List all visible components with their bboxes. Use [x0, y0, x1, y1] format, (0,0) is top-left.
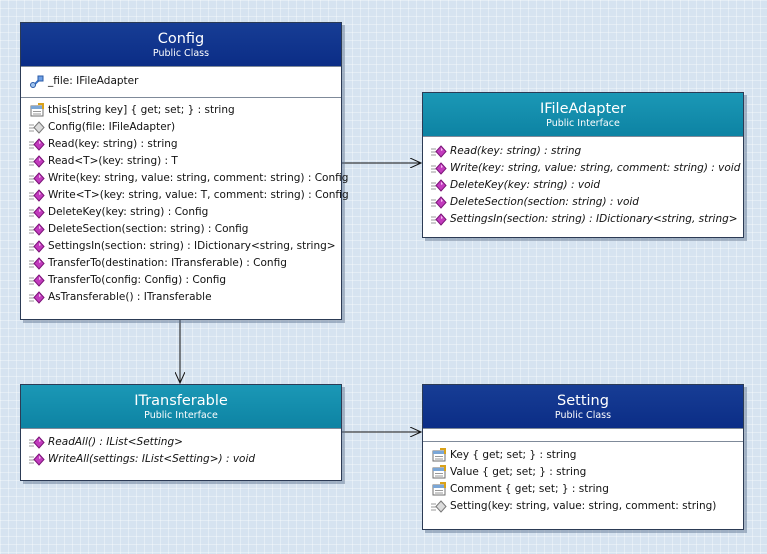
- method-icon: [29, 452, 45, 467]
- ifileadapter-header: IFileAdapter Public Interface: [423, 93, 743, 136]
- method-icon: [431, 144, 447, 159]
- member-text: AsTransferable() : ITransferable: [48, 291, 212, 303]
- method-icon: [29, 188, 45, 203]
- itransferable-kind: Public Interface: [144, 410, 218, 421]
- member-text: Key { get; set; } : string: [450, 449, 577, 461]
- method-icon: [29, 222, 45, 237]
- member-text: TransferTo(config: Config) : Config: [48, 274, 227, 286]
- config-member-0[interactable]: this[string key] { get; set; } : string: [29, 102, 335, 119]
- ifileadapter-member-4[interactable]: SettingsIn(section: string) : IDictionar…: [431, 211, 738, 228]
- ifileadapter-member-1[interactable]: Write(key: string, value: string, commen…: [431, 160, 741, 177]
- itransferable-interface-box[interactable]: ITransferable Public Interface ReadAll()…: [20, 384, 342, 481]
- config-member-8[interactable]: SettingsIn(section: string) : IDictionar…: [29, 238, 336, 255]
- member-text: DeleteKey(key: string) : Config: [48, 206, 209, 218]
- member-text: TransferTo(destination: ITransferable) :…: [48, 257, 287, 269]
- member-text: Write<T>(key: string, value: T, comment:…: [48, 189, 349, 201]
- ifileadapter-member-0[interactable]: Read(key: string) : string: [431, 143, 737, 160]
- setting-title: Setting: [557, 393, 609, 409]
- ifileadapter-member-3[interactable]: DeleteSection(section: string) : void: [431, 194, 737, 211]
- member-text: Setting(key: string, value: string, comm…: [450, 500, 717, 512]
- method-icon: [431, 178, 447, 193]
- ifileadapter-member-2[interactable]: DeleteKey(key: string) : void: [431, 177, 737, 194]
- member-text: Read<T>(key: string) : T: [48, 155, 178, 167]
- constructor-icon: [29, 120, 45, 135]
- config-member-6[interactable]: DeleteKey(key: string) : Config: [29, 204, 335, 221]
- member-text: Comment { get; set; } : string: [450, 483, 609, 495]
- method-icon: [29, 290, 45, 305]
- member-text: Write(key: string, value: string, commen…: [48, 172, 349, 184]
- method-icon: [431, 212, 447, 227]
- member-text: WriteAll(settings: IList<Setting>) : voi…: [48, 453, 256, 465]
- property-icon: [431, 448, 447, 463]
- member-text: DeleteSection(section: string) : void: [450, 196, 639, 208]
- method-icon: [29, 171, 45, 186]
- config-member-7[interactable]: DeleteSection(section: string) : Config: [29, 221, 335, 238]
- member-text: SettingsIn(section: string) : IDictionar…: [450, 213, 738, 225]
- setting-kind: Public Class: [554, 410, 612, 421]
- method-icon: [431, 161, 447, 176]
- member-text: Read(key: string) : string: [48, 138, 178, 150]
- setting-fields: [423, 428, 743, 441]
- setting-member-2[interactable]: Comment { get; set; } : string: [431, 481, 737, 498]
- setting-member-1[interactable]: Value { get; set; } : string: [431, 464, 737, 481]
- member-text: Value { get; set; } : string: [450, 466, 587, 478]
- method-icon: [431, 195, 447, 210]
- config-field-file[interactable]: _file: IFileAdapter: [29, 73, 335, 90]
- property-icon: [431, 465, 447, 480]
- method-icon: [29, 273, 45, 288]
- member-text: SettingsIn(section: string) : IDictionar…: [48, 240, 336, 252]
- member-text: Read(key: string) : string: [450, 145, 582, 157]
- itransferable-member-0[interactable]: ReadAll() : IList<Setting>: [29, 434, 335, 451]
- setting-member-0[interactable]: Key { get; set; } : string: [431, 447, 737, 464]
- setting-class-box[interactable]: Setting Public Class Key { get; set; } :…: [422, 384, 744, 530]
- itransferable-member-1[interactable]: WriteAll(settings: IList<Setting>) : voi…: [29, 451, 335, 468]
- config-member-5[interactable]: Write<T>(key: string, value: T, comment:…: [29, 187, 349, 204]
- config-header: Config Public Class: [21, 23, 341, 66]
- config-class-box[interactable]: Config Public Class _file: IFileAdapter …: [20, 22, 349, 320]
- config-member-2[interactable]: Read(key: string) : string: [29, 136, 335, 153]
- config-member-4[interactable]: Write(key: string, value: string, commen…: [29, 170, 348, 187]
- member-text: ReadAll() : IList<Setting>: [48, 436, 183, 448]
- method-icon: [29, 205, 45, 220]
- ifileadapter-kind: Public Interface: [546, 118, 620, 129]
- member-text: DeleteKey(key: string) : void: [450, 179, 601, 191]
- config-title: Config: [157, 31, 205, 47]
- method-icon: [29, 239, 45, 254]
- field-text: _file: IFileAdapter: [48, 75, 139, 87]
- config-member-10[interactable]: TransferTo(config: Config) : Config: [29, 272, 335, 289]
- setting-header: Setting Public Class: [423, 385, 743, 428]
- property-icon: [431, 482, 447, 497]
- member-text: Write(key: string, value: string, commen…: [450, 162, 741, 174]
- itransferable-title: ITransferable: [134, 393, 228, 409]
- method-icon: [29, 154, 45, 169]
- method-icon: [29, 137, 45, 152]
- config-kind: Public Class: [152, 48, 210, 59]
- itransferable-members: ReadAll() : IList<Setting> WriteAll(setti…: [21, 428, 341, 473]
- field-icon: [29, 74, 45, 89]
- itransferable-header: ITransferable Public Interface: [21, 385, 341, 428]
- ifileadapter-interface-box[interactable]: IFileAdapter Public Interface Read(key: …: [422, 92, 744, 238]
- config-member-11[interactable]: AsTransferable() : ITransferable: [29, 289, 335, 306]
- config-member-3[interactable]: Read<T>(key: string) : T: [29, 153, 335, 170]
- config-member-9[interactable]: TransferTo(destination: ITransferable) :…: [29, 255, 335, 272]
- config-fields: _file: IFileAdapter: [21, 66, 341, 97]
- constructor-icon: [431, 499, 447, 514]
- member-text: Config(file: IFileAdapter): [48, 121, 176, 133]
- setting-member-3[interactable]: Setting(key: string, value: string, comm…: [431, 498, 737, 515]
- property-icon: [29, 103, 45, 118]
- config-member-1[interactable]: Config(file: IFileAdapter): [29, 119, 335, 136]
- method-icon: [29, 435, 45, 450]
- member-text: DeleteSection(section: string) : Config: [48, 223, 249, 235]
- member-text: this[string key] { get; set; } : string: [48, 104, 235, 116]
- method-icon: [29, 256, 45, 271]
- ifileadapter-title: IFileAdapter: [539, 101, 627, 117]
